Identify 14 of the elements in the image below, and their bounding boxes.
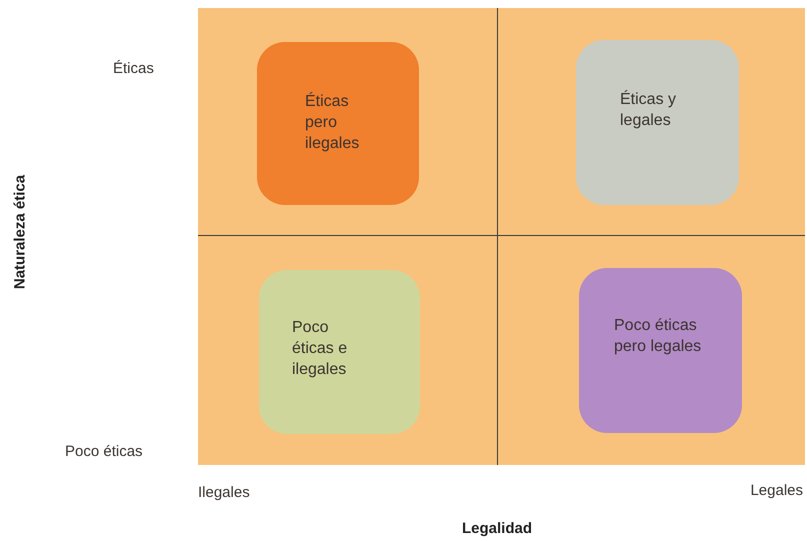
quadrant-box <box>579 268 742 433</box>
axis-tick-label: Legales <box>750 482 803 499</box>
quadrant-label: Éticas y legales <box>620 90 676 131</box>
quadrant-label: Éticas pero ilegales <box>305 92 360 154</box>
axis-title: Legalidad <box>462 520 532 537</box>
axis-title: Naturaleza ética <box>12 174 28 290</box>
quadrant-box <box>576 40 739 205</box>
axis-tick-label: Poco éticas <box>65 443 143 460</box>
quadrant-box <box>257 42 419 205</box>
quadrant-label: Poco éticas e ilegales <box>292 318 348 380</box>
axis-tick-label: Éticas <box>113 60 154 77</box>
quadrant-box <box>259 270 420 434</box>
axis-tick-label: Ilegales <box>198 484 250 501</box>
quadrant-label: Poco éticas pero legales <box>614 316 702 357</box>
